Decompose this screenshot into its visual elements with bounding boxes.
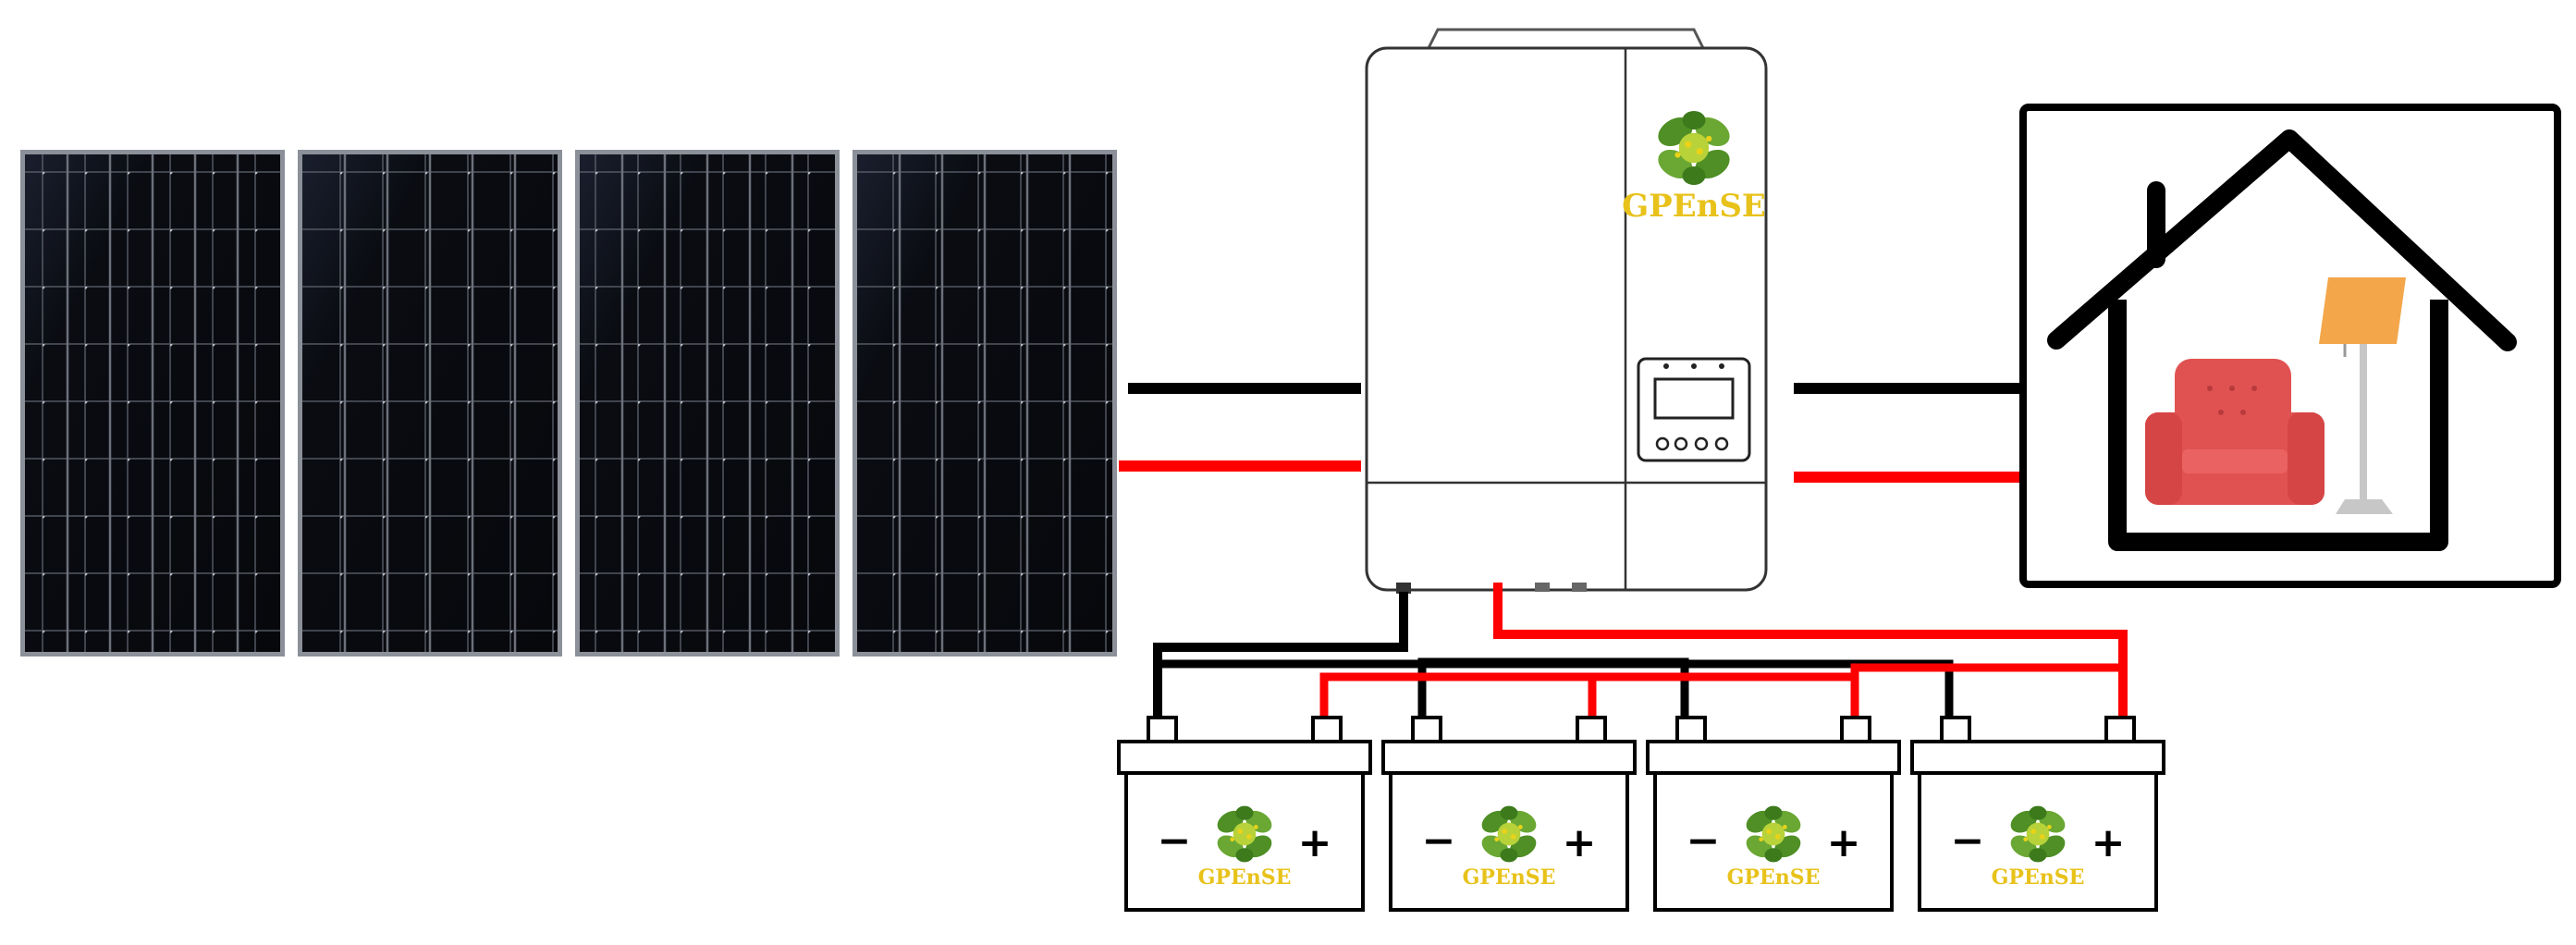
inverter-port-3 <box>1572 583 1587 592</box>
battery-negative-terminal <box>1411 716 1442 743</box>
solar-panel-array <box>20 150 1117 657</box>
inverter-port-1 <box>1396 583 1411 594</box>
battery-brand-text: GPEnSE <box>1463 865 1556 890</box>
inverter-button-3 <box>1694 436 1709 451</box>
battery-lid <box>1646 740 1901 775</box>
battery-4: GPEnSE− + <box>1910 716 2165 912</box>
solar-panel-1 <box>20 150 285 657</box>
battery-positive-terminal <box>1576 716 1607 743</box>
battery-brand-text: GPEnSE <box>1198 865 1292 890</box>
battery-negative-bus-2 <box>1417 657 1689 723</box>
battery-wiring <box>1153 583 2128 723</box>
battery-plus-sign: + <box>1298 819 1332 866</box>
battery-minus-sign: − <box>1158 817 1192 865</box>
inverter-port-2 <box>1535 583 1550 592</box>
battery-minus-sign: − <box>1951 817 1985 865</box>
battery-minus-sign: − <box>1687 817 1721 865</box>
inverter-lcd-screen <box>1653 377 1735 420</box>
battery-negative-terminal <box>1940 716 1971 743</box>
ac-output-wires <box>1794 383 2019 483</box>
house-roof <box>2047 129 2517 351</box>
pv-wires <box>1119 383 1361 472</box>
battery-plus-sign: + <box>1563 819 1597 866</box>
inverter-button-2 <box>1674 436 1688 451</box>
battery-plus-sign: + <box>2091 819 2126 866</box>
battery-negative-terminal <box>1147 716 1178 743</box>
battery-positive-terminal <box>1311 716 1343 743</box>
battery-2: GPEnSE− + <box>1381 716 1637 912</box>
inverter-led-1 <box>1663 363 1669 369</box>
battery-plus-sign: + <box>1827 819 1861 866</box>
battery-positive-bus-3 <box>1850 663 2123 677</box>
battery-negative-terminal <box>1675 716 1707 743</box>
solar-panel-2 <box>298 150 562 657</box>
battery-lid <box>1117 740 1372 775</box>
battery-lid <box>1910 740 2165 775</box>
armchair-icon <box>2145 359 2325 505</box>
inverter-led-3 <box>1719 363 1724 369</box>
inverter: GPEnSE <box>1365 28 1768 594</box>
battery-positive-bus-2 <box>1592 672 1859 723</box>
battery-negative-main <box>1153 592 1408 723</box>
solar-panel-4 <box>853 150 1117 657</box>
battery-brand-text: GPEnSE <box>1727 865 1821 890</box>
floor-lamp-icon <box>2319 277 2406 514</box>
battery-positive-bus <box>1319 672 1597 723</box>
battery-positive-terminal <box>1840 716 1871 743</box>
battery-lid <box>1381 740 1637 775</box>
battery-1: GPEnSE− + <box>1117 716 1372 912</box>
inverter-button-1 <box>1655 436 1670 451</box>
battery-bank: GPEnSE−+GPEnSE−+GPEnSE−+GPEnSE−+ <box>1117 716 2165 912</box>
battery-3: GPEnSE− + <box>1646 716 1901 912</box>
battery-minus-sign: − <box>1422 817 1456 865</box>
house-frame <box>2019 104 2561 588</box>
solar-panel-3 <box>575 150 840 657</box>
inverter-mounting-bracket <box>1427 28 1705 49</box>
inverter-button-4 <box>1714 436 1729 451</box>
house-walls <box>2108 300 2448 551</box>
inverter-brand-text: GPEnSE <box>1622 188 1766 225</box>
battery-brand-text: GPEnSE <box>1992 865 2085 890</box>
inverter-led-2 <box>1691 363 1697 369</box>
house-load <box>2019 104 2561 588</box>
inverter-control-panel <box>1637 357 1751 462</box>
battery-positive-main <box>1493 583 2128 723</box>
battery-positive-terminal <box>2104 716 2136 743</box>
